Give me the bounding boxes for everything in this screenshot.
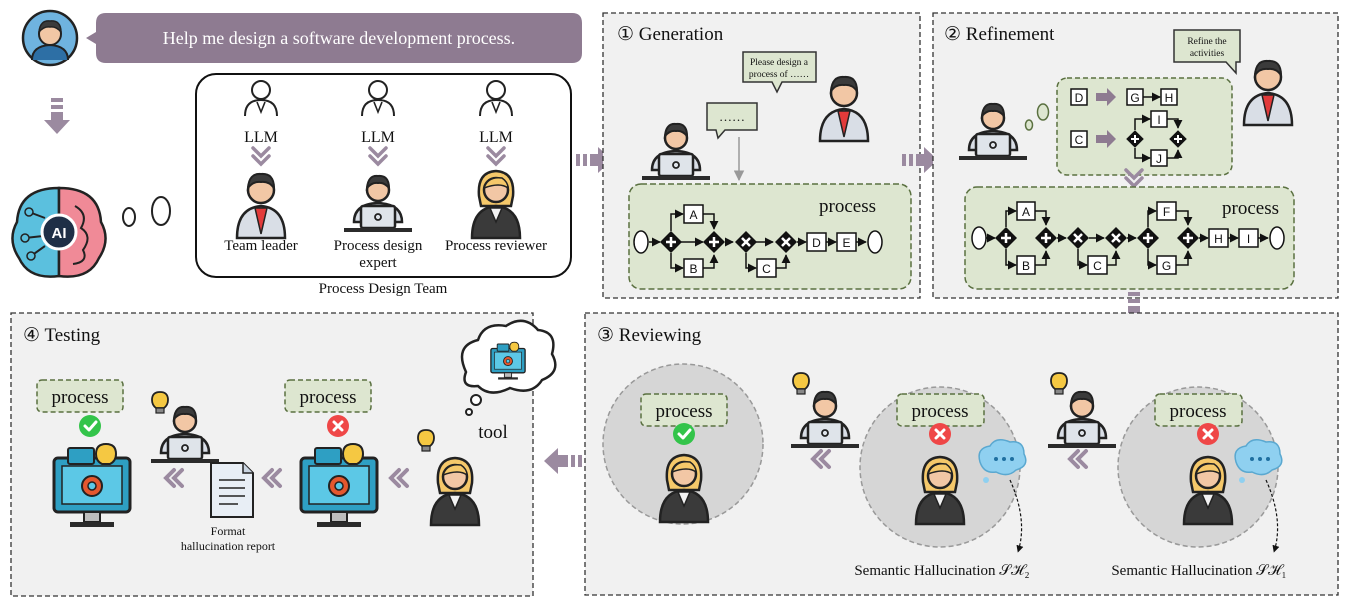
tool-cloud xyxy=(460,319,557,416)
activity-box: A xyxy=(683,204,704,224)
activity-label: D xyxy=(812,236,821,250)
activity-label: B xyxy=(689,262,697,276)
process-box xyxy=(36,379,124,413)
sh2-label: Semantic Hallucination 𝒮ℋ₂ xyxy=(854,563,1029,579)
speech-bubble: Please design a process of …… xyxy=(742,51,817,94)
activity-label: A xyxy=(689,208,697,222)
end-event xyxy=(867,230,883,254)
down-arrow-icon xyxy=(44,98,70,134)
process-label: process xyxy=(1170,401,1227,422)
process-box xyxy=(1154,393,1243,427)
ai-badge-text: AI xyxy=(52,225,67,242)
thought-cloud-icon xyxy=(978,439,1027,483)
activity-box: C xyxy=(756,258,777,278)
mini-label: H xyxy=(1165,91,1174,105)
refinement-speech-2: activities xyxy=(1190,49,1225,59)
activity-label: E xyxy=(842,236,850,250)
mini-label: G xyxy=(1130,91,1139,105)
cross-icon xyxy=(325,413,351,439)
ai-brain-icon: AI xyxy=(11,186,107,278)
activity-box: E xyxy=(836,232,857,252)
activity-label: C xyxy=(762,262,771,276)
cross-icon xyxy=(927,421,953,447)
document-icon xyxy=(210,462,254,518)
check-icon xyxy=(671,421,697,447)
panel-testing: ④ Testing process Format hallucination r… xyxy=(10,312,557,597)
llm-label: LLM xyxy=(244,129,278,146)
role-design-expert: Process design xyxy=(334,238,423,254)
role-design-expert-2: expert xyxy=(359,255,397,271)
refinement-speech-1: Refine the xyxy=(1187,36,1226,47)
thought-bubbles xyxy=(122,196,171,227)
reply-bubble: …… xyxy=(706,102,758,140)
process-label: process xyxy=(1222,198,1279,219)
role-reviewer: Process reviewer xyxy=(445,238,547,254)
activity-box: F xyxy=(1156,201,1177,221)
process-design-team: LLM LLM LLM Team leader Process design e… xyxy=(195,73,572,297)
mini-label: I xyxy=(1157,113,1160,127)
activity-label: F xyxy=(1163,205,1170,219)
generation-reply: …… xyxy=(719,109,745,124)
generation-speech-1: Please design a xyxy=(750,58,809,68)
process-label: process xyxy=(52,387,109,408)
user-request-text: Help me design a software development pr… xyxy=(163,28,515,48)
bpmn-generation xyxy=(649,209,867,273)
activity-box: H xyxy=(1208,228,1229,248)
activity-box: B xyxy=(1016,255,1036,275)
activity-label: H xyxy=(1214,232,1223,246)
mini-refine-box xyxy=(1056,77,1233,176)
user-avatar xyxy=(21,9,79,67)
mini-label: D xyxy=(1075,91,1084,105)
mini-label: J xyxy=(1156,152,1162,166)
llm-label: LLM xyxy=(361,129,395,146)
generation-title: ① Generation xyxy=(617,24,724,45)
process-label: process xyxy=(912,401,969,422)
end-event xyxy=(1269,226,1285,250)
thought-cloud-icon xyxy=(1234,439,1283,483)
generation-speech-2: process of …… xyxy=(749,69,809,80)
activity-box: C xyxy=(1087,255,1108,275)
activity-box: G xyxy=(1156,255,1177,275)
panel-generation: ① Generation Please design a process of … xyxy=(602,12,921,299)
activity-label: A xyxy=(1022,205,1030,219)
check-icon xyxy=(77,413,103,439)
activity-label: B xyxy=(1022,259,1030,273)
process-box xyxy=(284,379,372,413)
panel-reviewing: ③ Reviewing process process Semantic Hal… xyxy=(584,312,1339,596)
activity-label: C xyxy=(1093,259,1102,273)
activity-box: A xyxy=(1016,201,1036,221)
testing-title: ④ Testing xyxy=(23,325,101,346)
llm-label: LLM xyxy=(479,129,513,146)
panel-refinement: ② Refinement Refine the activities D G H… xyxy=(932,12,1339,299)
start-event xyxy=(971,226,987,250)
process-label: process xyxy=(300,387,357,408)
cross-icon xyxy=(1195,421,1221,447)
arrow-left-icon xyxy=(544,448,582,474)
reviewing-title: ③ Reviewing xyxy=(597,325,702,346)
activity-box: B xyxy=(683,258,704,278)
refinement-title: ② Refinement xyxy=(944,24,1055,45)
bpmn-refinement xyxy=(986,206,1269,270)
speech-bubble: Refine the activities xyxy=(1173,29,1241,75)
start-event xyxy=(633,230,649,254)
team-caption: Process Design Team xyxy=(319,281,448,297)
process-label: process xyxy=(656,401,713,422)
activity-box: D xyxy=(806,232,827,252)
report-label-1: Format xyxy=(211,524,246,538)
mini-refine-diagram: D G H C I J xyxy=(1070,88,1188,167)
report-label-2: hallucination report xyxy=(181,539,276,553)
activity-box: I xyxy=(1238,228,1259,248)
sh1-label: Semantic Hallucination 𝒮ℋ₁ xyxy=(1111,563,1286,579)
process-box xyxy=(640,393,728,427)
activity-label: I xyxy=(1247,232,1250,246)
mini-label: C xyxy=(1075,133,1084,147)
user-request-bubble: Help me design a software development pr… xyxy=(86,13,582,63)
process-label: process xyxy=(819,196,876,217)
role-team-leader: Team leader xyxy=(224,238,297,254)
activity-label: G xyxy=(1162,259,1171,273)
tool-label: tool xyxy=(478,422,508,443)
